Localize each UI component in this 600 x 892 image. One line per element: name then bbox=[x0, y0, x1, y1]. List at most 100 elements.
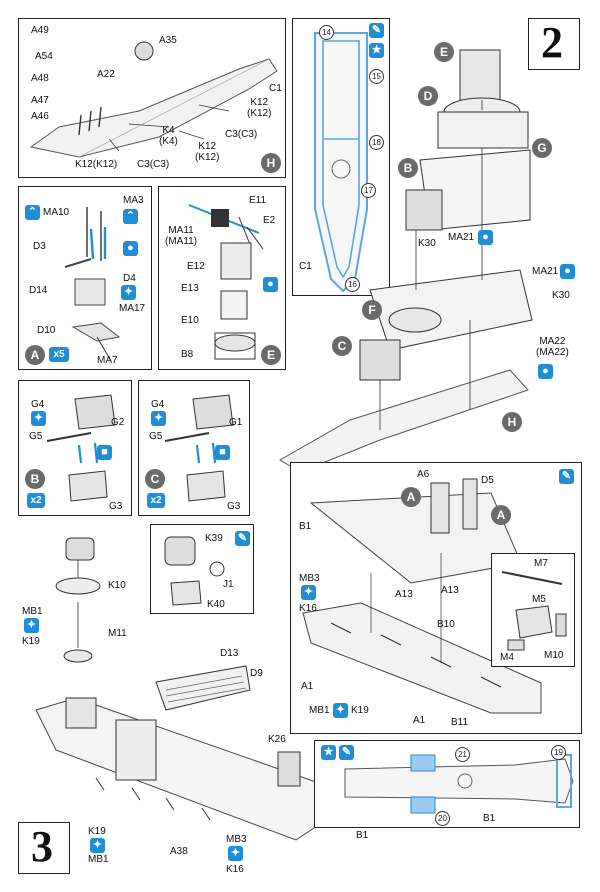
label-D13: D13 bbox=[220, 648, 239, 659]
label-MB3-bottom: MB3 bbox=[226, 834, 247, 845]
label-C1: C1 bbox=[269, 83, 282, 94]
label-J1: J1 bbox=[223, 579, 234, 590]
davit-assembly-drawing bbox=[64, 207, 121, 362]
glue-icon: ✎ bbox=[369, 23, 384, 38]
badge-F-main: F bbox=[362, 300, 382, 320]
callout-18: 18 bbox=[369, 135, 384, 150]
step-3-box: 3 bbox=[18, 822, 70, 874]
callout-14: 14 bbox=[319, 25, 334, 40]
label-D14: D14 bbox=[29, 285, 48, 296]
label-M5: M5 bbox=[532, 594, 546, 605]
label-G3-B: G3 bbox=[109, 501, 123, 512]
callout-17: 17 bbox=[361, 183, 376, 198]
superstructure-drawing bbox=[279, 49, 533, 473]
label-G4-B: G4 bbox=[31, 399, 45, 410]
label-MB1-bottom: MB1 bbox=[88, 854, 109, 865]
glue-icon-MA21-right: ● bbox=[560, 264, 575, 279]
label-A35: A35 bbox=[159, 35, 177, 46]
hull-deck-drawing bbox=[29, 41, 278, 158]
label-G2: G2 bbox=[111, 417, 125, 428]
multiplier-C: x2 bbox=[147, 493, 165, 508]
multiplier-B: x2 bbox=[27, 493, 45, 508]
label-E10: E10 bbox=[181, 315, 199, 326]
label-A1-left: A1 bbox=[301, 681, 314, 692]
label-A13-right: A13 bbox=[441, 585, 459, 596]
deck-plan-drawing bbox=[344, 754, 574, 814]
label-MB1-panel: MB1 bbox=[309, 705, 330, 716]
gun-mount-C-drawing bbox=[164, 394, 234, 502]
badge-H: H bbox=[261, 153, 281, 173]
badge-C-main: C bbox=[332, 336, 352, 356]
label-K12-left: K12(K12) bbox=[75, 159, 118, 170]
star-icon-bottom: ★ bbox=[321, 745, 336, 760]
panel-B1: A6 D5 ✎ A A B1 MB3 ✦ K16 A13 A13 B10 A1 … bbox=[290, 462, 582, 734]
badge-B: B bbox=[25, 469, 45, 489]
aft-superstructure-drawing bbox=[35, 537, 327, 841]
label-MB1-top: MB1 bbox=[22, 606, 43, 617]
photo-etch-icon-A: ✦ bbox=[121, 285, 136, 300]
label-K10: K10 bbox=[108, 580, 126, 591]
photo-etch-icon-MB1-panel: ✦ bbox=[333, 703, 348, 718]
label-MA17: MA17 bbox=[119, 303, 146, 314]
badge-G-main: G bbox=[532, 138, 552, 158]
panel-bottom-deck: ★ ✎ 21 19 20 B1 bbox=[314, 740, 580, 828]
label-A22: A22 bbox=[97, 69, 115, 80]
glue-icon-bottom: ✎ bbox=[339, 745, 354, 760]
label-K12-right: K12 (K12) bbox=[247, 97, 272, 119]
label-K19-bottom: K19 bbox=[88, 826, 106, 837]
arrow-up-icon-right: ⌃ bbox=[123, 209, 138, 224]
label-E2: E2 bbox=[263, 215, 276, 226]
badge-A-left: A bbox=[401, 487, 421, 507]
label-E13: E13 bbox=[181, 283, 199, 294]
label-A6: A6 bbox=[417, 469, 430, 480]
hull-sides-drawing bbox=[302, 478, 542, 714]
callout-21: 21 bbox=[455, 747, 470, 762]
badge-H-main: H bbox=[502, 412, 522, 432]
panel-C: G4 ✦ G1 G5 ■ G3 C x2 bbox=[138, 380, 250, 516]
label-B8: B8 bbox=[181, 349, 194, 360]
label-E12: E12 bbox=[187, 261, 205, 272]
label-C3-center: C3(C3) bbox=[137, 159, 170, 170]
label-M4: M4 bbox=[500, 652, 514, 663]
badge-C: C bbox=[145, 469, 165, 489]
label-B10: B10 bbox=[437, 619, 455, 630]
label-G4-C: G4 bbox=[151, 399, 165, 410]
label-D5: D5 bbox=[481, 475, 494, 486]
glue-icon-A: ● bbox=[123, 241, 138, 256]
photo-etch-icon-MB3-panel: ✦ bbox=[301, 585, 316, 600]
callout-16: 16 bbox=[345, 277, 360, 292]
label-K26: K26 bbox=[268, 734, 286, 745]
label-K40: K40 bbox=[207, 599, 225, 610]
label-B11: B11 bbox=[451, 717, 469, 728]
panel-E: E11 E2 MA11 (MA11) E12 ● E13 E10 B8 E bbox=[158, 186, 286, 370]
label-K19-top: K19 bbox=[22, 636, 40, 647]
label-D4: D4 bbox=[123, 273, 136, 284]
label-A47: A47 bbox=[31, 95, 49, 106]
label-MA10: MA10 bbox=[43, 207, 70, 218]
label-C1-deck: C1 bbox=[299, 261, 312, 272]
label-K19-panel: K19 bbox=[351, 705, 369, 716]
label-K12-center: K12 (K12) bbox=[195, 141, 220, 163]
radar-detail-drawing bbox=[164, 536, 225, 606]
paint-icon-B: ■ bbox=[97, 445, 112, 460]
badge-B-main: B bbox=[398, 158, 418, 178]
winch-detail-drawing bbox=[501, 571, 567, 651]
label-M10: M10 bbox=[544, 650, 564, 661]
label-MA3: MA3 bbox=[123, 195, 144, 206]
label-B1-panel: B1 bbox=[299, 521, 312, 532]
callout-15: 15 bbox=[369, 69, 384, 84]
label-K16-panel: K16 bbox=[299, 603, 317, 614]
glue-icon-MA21-left: ● bbox=[478, 230, 493, 245]
callout-19: 19 bbox=[551, 745, 566, 760]
detail-K39: K39 ✎ J1 K40 bbox=[150, 524, 254, 614]
glue-icon-E: ● bbox=[263, 277, 278, 292]
step3-left-assembly: K10 MB1 ✦ K19 M11 D13 D9 K26 K19 ✦ MB1 A… bbox=[16, 520, 368, 890]
label-D9: D9 bbox=[250, 668, 263, 679]
label-MA11: MA11 (MA11) bbox=[165, 225, 198, 247]
arrow-up-icon-left: ⌃ bbox=[25, 205, 40, 220]
label-D3: D3 bbox=[33, 241, 46, 252]
label-A38: A38 bbox=[170, 846, 188, 857]
label-MA22: MA22 (MA22) bbox=[536, 336, 569, 358]
badge-A-right: A bbox=[491, 505, 511, 525]
label-MB3-panel: MB3 bbox=[299, 573, 320, 584]
